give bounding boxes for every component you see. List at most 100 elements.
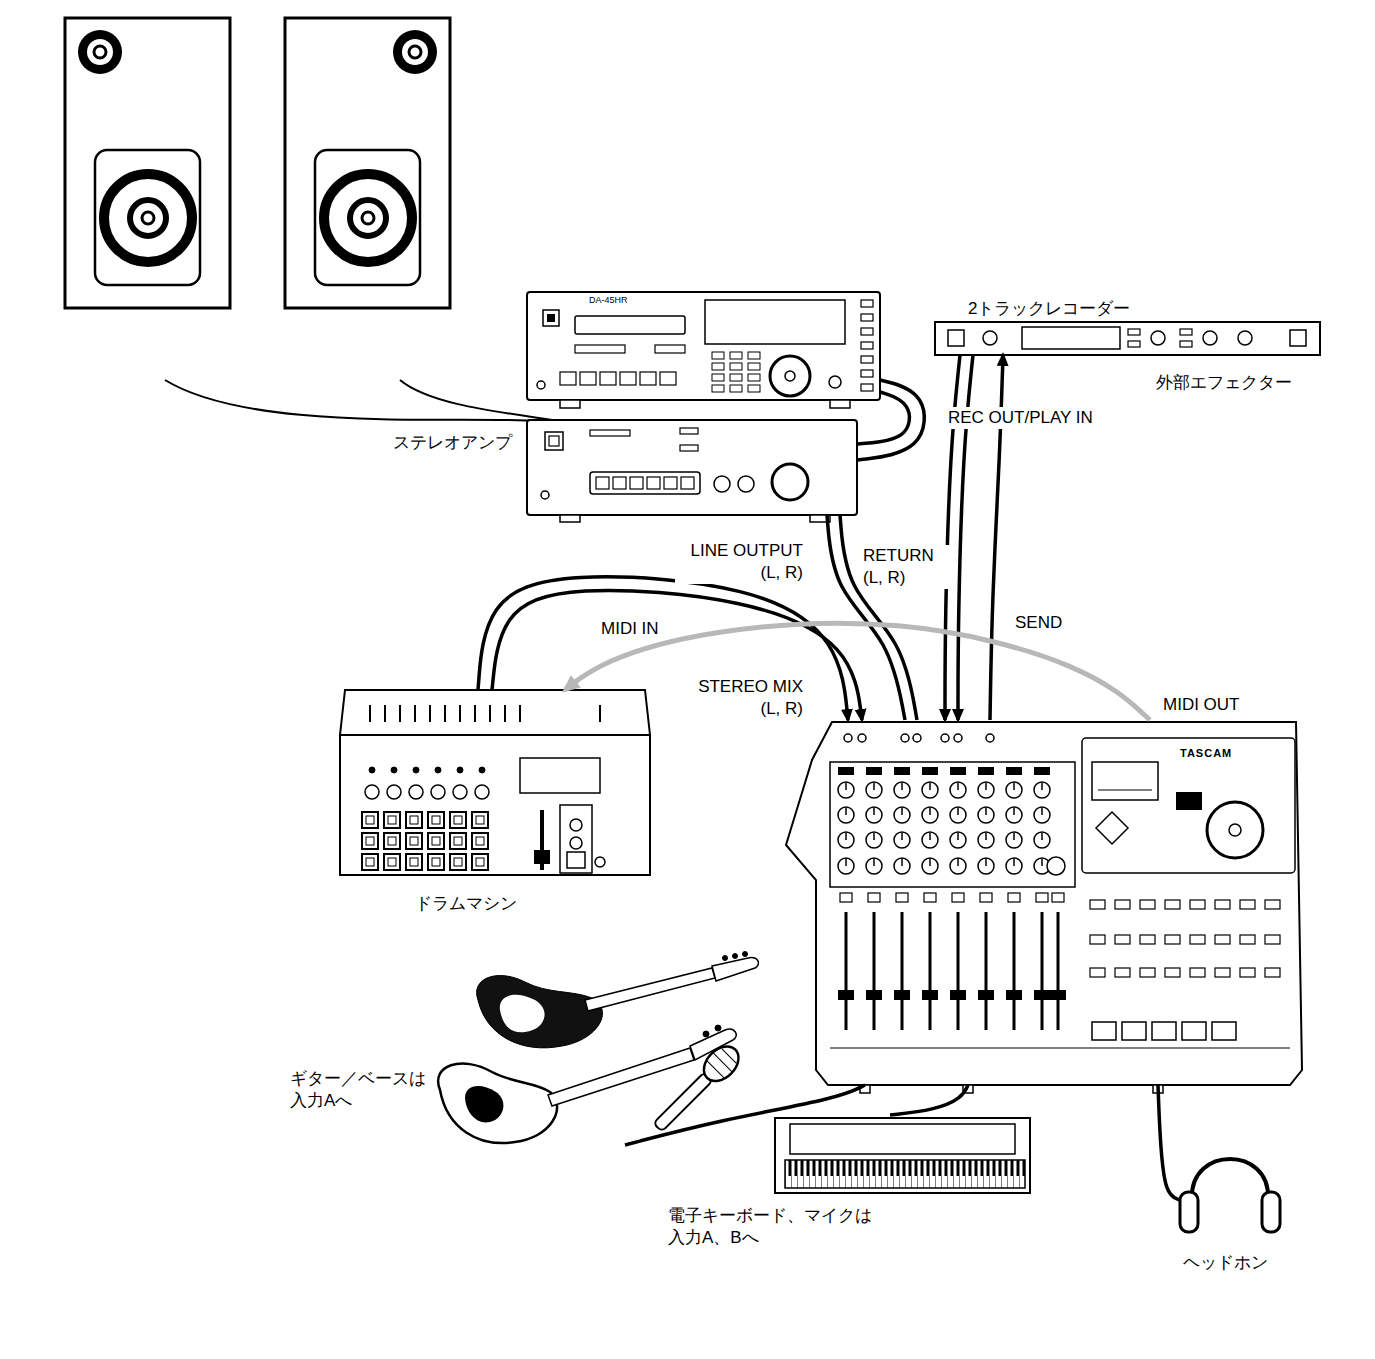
mixer-drawing-part — [1140, 900, 1155, 909]
speaker-part — [409, 46, 421, 58]
amplifier-drawing-part — [560, 515, 580, 522]
mixer-drawing-part — [985, 783, 987, 790]
amplifier-drawing-part — [630, 477, 643, 489]
mixer-drawing-part — [978, 767, 994, 775]
recorder-drawing-part — [712, 385, 724, 392]
drum-machine-drawing-part — [362, 854, 378, 870]
recorder-drawing-part — [537, 381, 545, 389]
mixer-drawing-part — [858, 734, 866, 742]
mixer-drawing-part — [922, 858, 938, 874]
drum-machine-drawing-part — [399, 705, 401, 722]
drum-machine-drawing-part — [519, 705, 521, 722]
mixer-drawing-part — [845, 808, 847, 815]
recorder-drawing-part — [543, 310, 559, 326]
mixer-drawing-part — [1082, 738, 1295, 873]
mixer-drawing-part — [1013, 833, 1015, 840]
headphones-drawing-part — [1192, 1159, 1268, 1198]
drum-machine-drawing-part — [560, 805, 592, 873]
headphones: ヘッドホン — [1180, 1165, 1275, 1240]
speaker-part — [315, 150, 420, 285]
mixer-drawing-part — [1265, 968, 1280, 977]
mixer-drawing-part — [1265, 900, 1280, 909]
drum-machine-drawing-part — [476, 837, 484, 845]
audio-cable — [890, 1085, 968, 1115]
recorder-drawing-part — [861, 384, 873, 391]
drum-machine-drawing-part — [504, 705, 506, 722]
recorder-drawing-part — [712, 363, 724, 370]
speaker — [285, 18, 450, 308]
drum-machine-drawing-part — [432, 858, 440, 866]
mixer-drawing-part — [1090, 900, 1105, 909]
mixer-drawing-part — [1041, 783, 1043, 790]
amplifier-drawing-part — [738, 476, 754, 492]
mixer-drawing-part — [986, 734, 994, 742]
recorder-drawing-part — [560, 400, 580, 408]
drum-machine-drawing-part — [413, 767, 419, 773]
mixer-drawing-part — [922, 990, 938, 1000]
drum-machine-drawing-part — [384, 705, 386, 722]
speaker-part — [95, 150, 200, 285]
mixer-drawing-part — [950, 767, 966, 775]
amplifier-drawing-part — [681, 477, 694, 489]
recorder-drawing-part — [547, 314, 555, 322]
effector-drawing-part — [1290, 330, 1306, 346]
connector-label: STEREO MIX (L, R) — [682, 676, 806, 720]
cable-line — [625, 1085, 865, 1145]
mixer-drawing-part — [894, 832, 910, 848]
guitar-drawing-part — [743, 952, 748, 957]
speaker-part — [285, 18, 450, 308]
effector-drawing-part — [1128, 329, 1140, 335]
drum-machine-drawing-part — [362, 812, 378, 828]
guitar-drawing-part — [500, 995, 545, 1032]
microphone-drawing-part — [653, 1072, 712, 1131]
drum-machine-drawing-part — [406, 812, 422, 828]
effector-drawing-part — [1151, 331, 1165, 345]
mixer-drawing-part — [922, 782, 938, 798]
mixer-drawing-part — [1047, 857, 1065, 875]
speaker-part — [142, 212, 154, 224]
drum-machine-drawing-part — [384, 833, 400, 849]
drum-machine-drawing-part — [450, 833, 466, 849]
microphone-drawing-part — [713, 1052, 733, 1072]
recorder-drawing-part — [575, 345, 625, 353]
connector-label: SEND — [1012, 612, 1065, 634]
mixer-drawing-part — [941, 734, 949, 742]
recorder-drawing-part — [861, 314, 873, 321]
recorder-drawing-part — [527, 292, 880, 400]
mixer-drawing-part — [873, 859, 875, 866]
mixer-drawing-part — [929, 859, 931, 866]
mixer-drawing-part — [1240, 935, 1255, 944]
mixer-drawing-part — [868, 893, 880, 902]
mixer-drawing-part — [922, 832, 938, 848]
connector-label: LINE OUTPUT (L, R) — [675, 540, 806, 584]
mixer-drawing-part — [1006, 767, 1022, 775]
keyboard-drawing — [775, 1118, 1030, 1193]
recorder-drawing-part — [640, 372, 656, 385]
mixer-drawing-part — [1034, 990, 1050, 1000]
drum-machine-drawing-part — [567, 852, 585, 868]
amplifier-drawing-part — [680, 445, 698, 451]
keyboard-drawing-part — [775, 1118, 1030, 1193]
mixer-drawing-part — [873, 833, 875, 840]
drum-machine-drawing-part — [435, 767, 441, 773]
mixer-drawing-part — [978, 832, 994, 848]
mixer-drawing-part — [952, 893, 964, 902]
mixer-drawing-part — [929, 833, 931, 840]
mixer-drawing-part — [1165, 900, 1180, 909]
mixer-drawing-part — [894, 767, 910, 775]
mixer-drawing-part — [866, 990, 882, 1000]
mixer-drawing-part — [1122, 1022, 1146, 1040]
recorder-drawing-part — [829, 376, 841, 388]
amplifier-drawing-part — [613, 477, 626, 489]
mixer-drawing-part — [894, 858, 910, 874]
mixer-drawing-part — [838, 767, 854, 775]
mixer-drawing-part — [985, 833, 987, 840]
recorder-drawing-part — [770, 356, 810, 396]
cable-line — [857, 380, 924, 460]
cable-line — [857, 392, 909, 444]
speaker-part — [350, 200, 386, 236]
mixer-drawing-part — [929, 808, 931, 815]
mixer-drawing-part — [866, 858, 882, 874]
mixer-drawing-part — [1041, 859, 1043, 866]
